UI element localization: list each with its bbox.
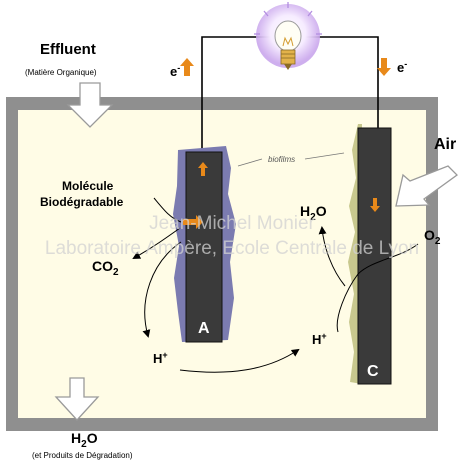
biofilms-label: biofilms: [268, 155, 295, 164]
cathode-electron-arrow-icon: [370, 198, 380, 212]
h2o-bottom-label: H2O: [71, 430, 98, 450]
h-plus-anode-arrow: [142, 241, 182, 338]
anode-electron-arrow-icon: [198, 162, 208, 176]
electron-label-right: e-: [397, 59, 407, 75]
matiere-organique-label: (Matière Organique): [25, 68, 97, 77]
effluent-label: Effluent: [40, 41, 96, 58]
h-plus-left-label: H+: [153, 350, 168, 366]
watermark-line1: Jean-Michel Monier: [149, 213, 315, 234]
watermark-line2: Laboratoire Ampère, Ecole Centrale de Ly…: [45, 238, 419, 259]
air-inlet-arrow-icon: [395, 165, 458, 207]
h-plus-transfer-arrow: [179, 348, 300, 373]
electron-label-left: e-: [170, 63, 180, 79]
anode-electron-input-arrow-icon: [183, 215, 203, 229]
biofilms-pointer-arrow: [304, 152, 345, 160]
anode-electrode: [185, 151, 223, 343]
anode-letter: A: [198, 320, 210, 337]
electron-arrow-up-icon: [180, 58, 194, 76]
biofilms-pointer-arrow-left: [237, 158, 263, 167]
h2o-right-label: H2O: [300, 203, 327, 223]
light-bulb-icon: [254, 2, 322, 70]
h-plus-right-label: H+: [312, 331, 327, 347]
co2-label: CO2: [92, 258, 119, 278]
h2o-formation-arrow: [318, 226, 346, 287]
cathode-electrode: [357, 127, 392, 385]
air-label: Air: [434, 136, 456, 153]
molecule-label-line1: Molécule: [62, 179, 114, 193]
molecule-pointer-line: [153, 197, 182, 223]
molecule-label-line2: Biodégradable: [40, 195, 124, 209]
cathode-letter: C: [367, 363, 379, 380]
effluent-outlet-arrow-icon: [54, 377, 100, 421]
co2-arrow: [132, 227, 181, 259]
o2-label: O2: [424, 227, 441, 247]
effluent-inlet-arrow-icon: [66, 82, 114, 128]
produits-degradation-label: (et Produits de Dégradation): [32, 451, 133, 460]
oxygen-reduction-curve: [336, 243, 419, 333]
electron-arrow-down-icon: [377, 58, 391, 76]
